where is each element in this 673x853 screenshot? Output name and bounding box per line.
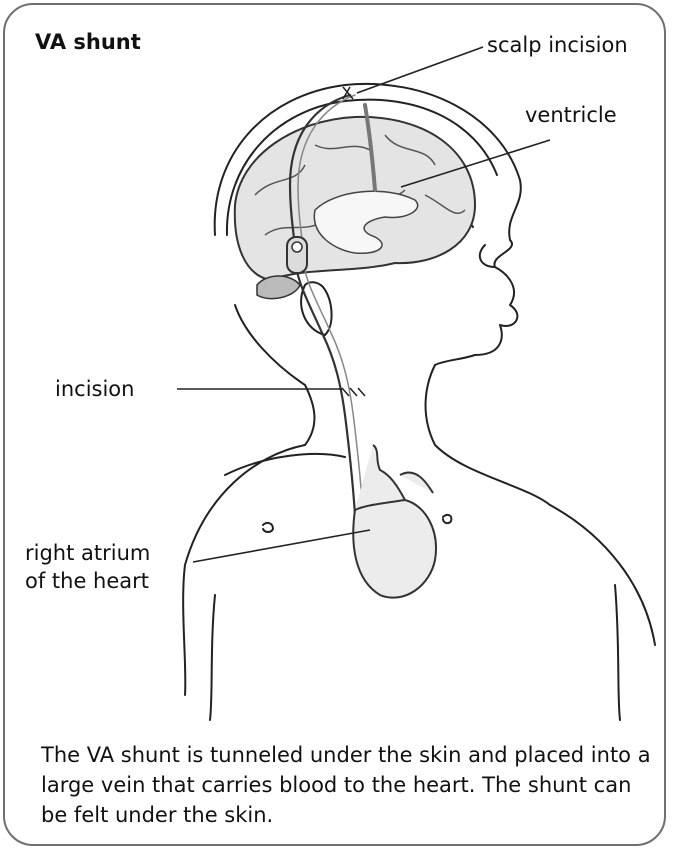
label-scalp-incision: scalp incision bbox=[487, 31, 628, 59]
nose bbox=[480, 245, 495, 267]
ear bbox=[301, 282, 331, 335]
leader-right-atrium bbox=[193, 530, 370, 562]
valve-reservoir bbox=[292, 242, 302, 252]
nipple-left bbox=[263, 523, 273, 532]
label-ventricle: ventricle bbox=[525, 101, 617, 129]
label-right-atrium-line2: of the heart bbox=[25, 567, 149, 595]
neck-front bbox=[426, 365, 550, 505]
leader-scalp-incision bbox=[357, 47, 483, 93]
nipple-right bbox=[443, 515, 451, 523]
label-right-atrium-line1: right atrium bbox=[25, 539, 150, 567]
right-shoulder bbox=[550, 505, 655, 645]
neck-back bbox=[235, 305, 314, 445]
left-shoulder bbox=[183, 445, 305, 695]
torso-left bbox=[210, 595, 215, 720]
diagram-card: VA shunt bbox=[3, 3, 666, 846]
cerebellum bbox=[257, 276, 300, 299]
diagram-caption: The VA shunt is tunneled under the skin … bbox=[41, 740, 661, 830]
anatomy-illustration bbox=[5, 5, 666, 846]
neck-incision-mark bbox=[342, 388, 365, 396]
clavicle bbox=[225, 454, 345, 475]
heart bbox=[353, 445, 436, 598]
torso-right bbox=[615, 585, 620, 720]
label-incision: incision bbox=[55, 375, 134, 403]
